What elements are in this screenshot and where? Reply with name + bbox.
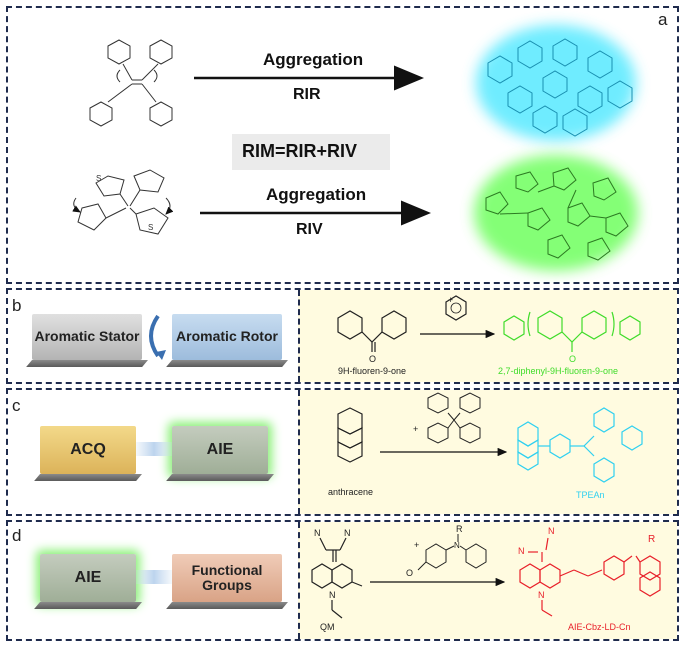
panel-label-c: c	[12, 396, 21, 415]
product-name-c: TPEAn	[576, 490, 605, 500]
svg-text:N: N	[548, 526, 555, 536]
product-name-b: 2,7-diphenyl-9H-fluoren-9-one	[498, 366, 619, 376]
qm-structure: N N N	[311, 528, 363, 619]
reactant-name-b: 9H-fluoren-9-one	[338, 366, 407, 376]
svg-text:O: O	[406, 568, 413, 578]
panel-d-drawing: N N N R N O N	[136, 524, 661, 619]
aromatic-stator-block: Aromatic Stator	[32, 314, 142, 360]
panel-label-a: a	[658, 10, 668, 29]
thiophene-molecule: S S	[72, 169, 174, 235]
equation-box	[232, 134, 390, 170]
aie-block-d: AIE	[40, 554, 136, 602]
substituent-r: R	[648, 534, 656, 545]
svg-text:O: O	[369, 354, 376, 364]
tpean-structure	[517, 407, 643, 483]
svg-text:S: S	[148, 223, 153, 232]
green-aggregate	[474, 155, 638, 271]
svg-text:N: N	[538, 590, 545, 600]
arrow2-top-label: Aggregation	[266, 185, 367, 204]
arrow1-bottom-label: RIR	[293, 86, 321, 103]
svg-text:N: N	[329, 590, 336, 600]
reagent-plus-d: +	[414, 540, 420, 550]
panel-a-drawing: S S	[72, 25, 638, 271]
panel-c-drawing	[136, 392, 643, 483]
carbazole-aldehyde-reagent: R N O	[406, 524, 487, 578]
reagent-plus-b: +	[448, 295, 454, 305]
rotation-arrow	[149, 314, 160, 358]
aromatic-rotor-block: Aromatic Rotor	[172, 314, 282, 360]
benzene-reagent	[445, 295, 467, 321]
svg-text:N: N	[344, 528, 351, 538]
aie-cbz-ld-structure: N N N	[518, 526, 661, 617]
svg-text:O: O	[569, 354, 576, 364]
reagent-plus-c: +	[413, 424, 419, 434]
product-name-d: AIE-Cbz-LD-Cn	[568, 622, 631, 632]
reactant-name-d: QM	[320, 622, 335, 632]
fluorenone-structure: O	[337, 310, 407, 364]
anthracene-structure	[337, 407, 363, 463]
svg-text:S: S	[96, 174, 101, 183]
panel-label-b: b	[12, 296, 22, 315]
reactant-name-c: anthracene	[328, 487, 374, 497]
tpe-molecule	[89, 39, 173, 127]
connector-beam-d	[136, 570, 172, 584]
svg-text:N: N	[518, 546, 525, 556]
svg-text:R: R	[456, 524, 463, 534]
cyan-aggregate	[476, 25, 636, 141]
panel-b: b Aromatic Stator Aromatic Rotor O	[6, 288, 679, 384]
svg-text:N: N	[454, 541, 460, 550]
aie-block-c: AIE	[172, 426, 268, 474]
arrow1-top-label: Aggregation	[263, 50, 364, 69]
panel-d: d AIE Functional Groups N N	[6, 520, 679, 641]
equation-text: RIM=RIR+RIV	[242, 141, 358, 161]
panel-c: c ACQ AIE	[6, 388, 679, 516]
panel-label-d: d	[12, 526, 22, 545]
tpe-reagent	[427, 392, 481, 444]
panel-a: a	[6, 6, 679, 284]
connector-beam-c	[136, 442, 172, 456]
diphenyl-fluorenone-structure: O	[503, 310, 641, 364]
panel-b-drawing: O O	[149, 295, 641, 364]
svg-text:N: N	[314, 528, 321, 538]
functional-groups-block: Functional Groups	[172, 554, 282, 602]
arrow2-bottom-label: RIV	[296, 221, 323, 238]
acq-block: ACQ	[40, 426, 136, 474]
